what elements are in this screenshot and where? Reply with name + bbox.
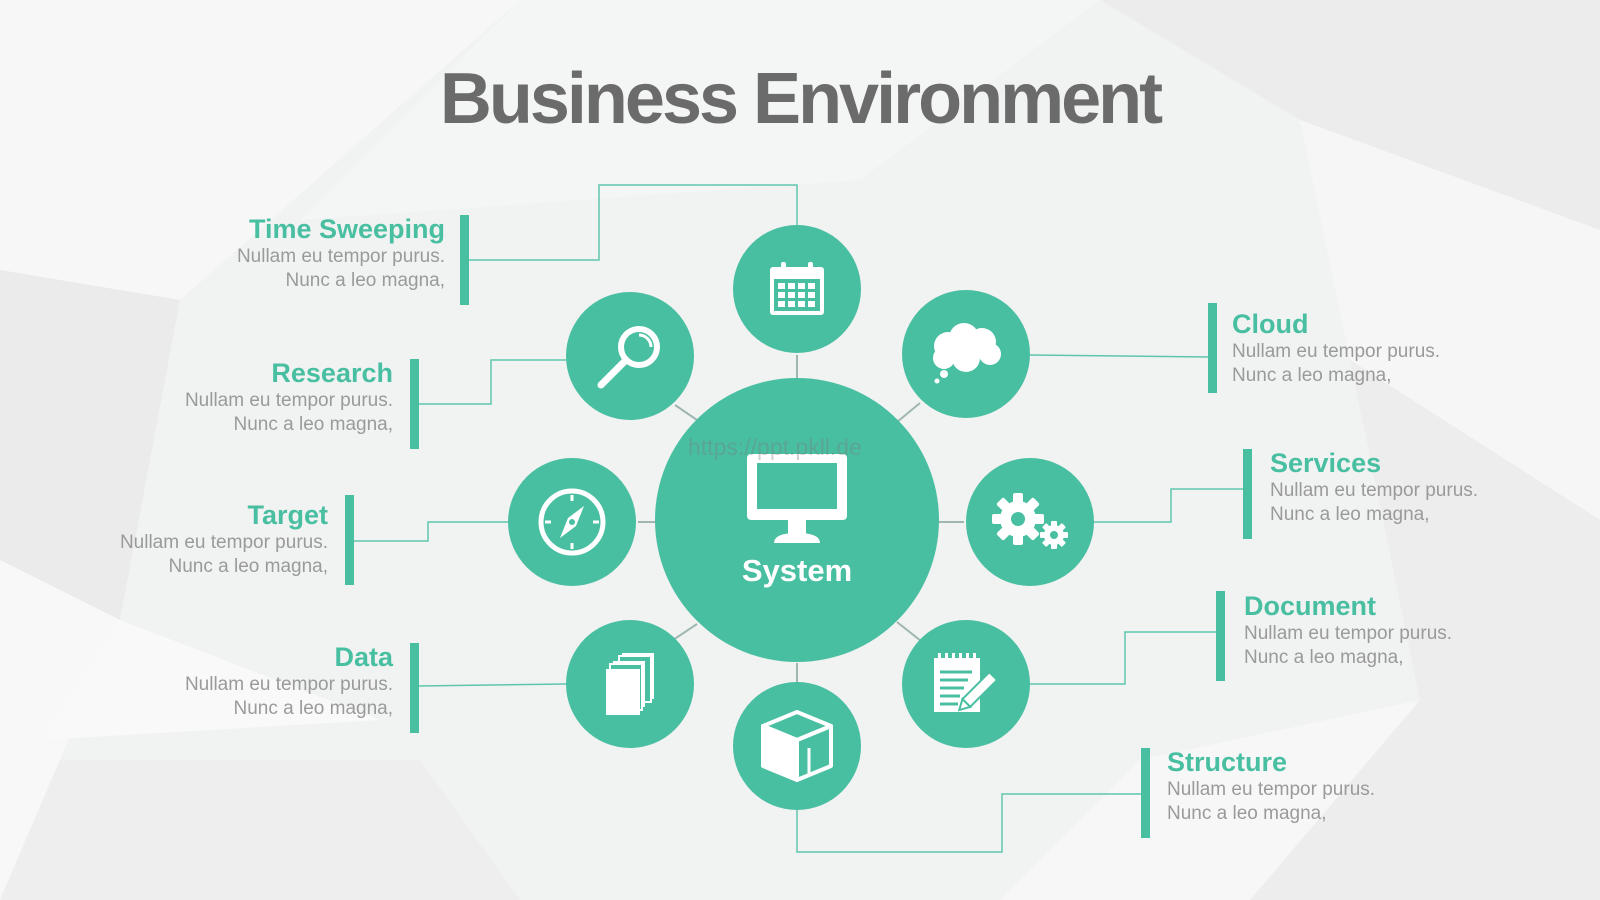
label-research: Research Nullam eu tempor purus. Nunc a … [185, 357, 393, 437]
node-cloud [902, 290, 1030, 418]
accent-bar-time-sweeping [460, 215, 469, 305]
label-title: Target [247, 500, 328, 530]
magnifier-icon [597, 326, 660, 389]
label-time-sweeping: Time Sweeping Nullam eu tempor purus. Nu… [237, 213, 445, 293]
accent-bar-research [410, 359, 419, 449]
label-line-2: Nunc a leo magna, [1232, 365, 1392, 386]
label-line-2: Nunc a leo magna, [233, 698, 394, 719]
label-cloud: Cloud Nullam eu tempor purus. Nunc a leo… [1232, 308, 1440, 388]
label-line-1: Nullam eu tempor purus. [1270, 480, 1479, 501]
label-title: Document [1244, 591, 1377, 621]
label-line-1: Nullam eu tempor purus. [184, 390, 393, 411]
page-title: Business Environment [439, 59, 1163, 139]
label-document: Document Nullam eu tempor purus. Nunc a … [1244, 590, 1452, 670]
node-research [566, 292, 694, 420]
monitor-icon [747, 454, 847, 543]
accent-bar-target [345, 495, 354, 585]
center-label: System [741, 553, 853, 588]
accent-bar-cloud [1208, 303, 1217, 393]
cloud-icon [933, 323, 1001, 384]
label-title: Time Sweeping [248, 214, 445, 244]
label-target: Target Nullam eu tempor purus. Nunc a le… [120, 499, 328, 579]
center-node: System [655, 378, 939, 662]
label-title: Services [1270, 448, 1382, 478]
gears-icon [992, 493, 1068, 549]
label-line-2: Nunc a leo magna, [233, 414, 394, 435]
label-data: Data Nullam eu tempor purus. Nunc a leo … [185, 641, 393, 721]
notepad-pencil-icon [934, 653, 999, 712]
accent-bar-data [410, 643, 419, 733]
compass-icon [538, 488, 606, 556]
label-title: Structure [1167, 747, 1288, 777]
node-time-sweeping [733, 225, 861, 353]
spokes [638, 355, 964, 686]
label-title: Cloud [1232, 309, 1309, 339]
cube-icon [761, 710, 833, 782]
node-target [508, 458, 636, 586]
label-line-1: Nullam eu tempor purus. [119, 532, 328, 553]
accent-bar-structure [1141, 748, 1150, 838]
calendar-icon [770, 262, 824, 315]
label-line-2: Nunc a leo magna, [285, 270, 446, 291]
label-line-1: Nullam eu tempor purus. [1232, 341, 1441, 362]
label-line-2: Nunc a leo magna, [1167, 803, 1327, 824]
node-services [966, 458, 1094, 586]
label-line-1: Nullam eu tempor purus. [1167, 779, 1376, 800]
label-line-1: Nullam eu tempor purus. [1244, 623, 1453, 644]
label-line-1: Nullam eu tempor purus. [184, 674, 393, 695]
label-line-2: Nunc a leo magna, [1270, 504, 1430, 525]
label-services: Services Nullam eu tempor purus. Nunc a … [1270, 447, 1478, 527]
node-document [902, 620, 1030, 748]
accent-bar-document [1216, 591, 1225, 681]
label-line-2: Nunc a leo magna, [1244, 647, 1404, 668]
watermark: https://ppt.pkll.de [688, 434, 862, 460]
node-structure [733, 682, 861, 810]
node-data [566, 620, 694, 748]
label-structure: Structure Nullam eu tempor purus. Nunc a… [1167, 746, 1375, 826]
label-title: Data [334, 642, 393, 672]
label-line-1: Nullam eu tempor purus. [236, 246, 445, 267]
accent-bar-services [1243, 449, 1252, 539]
label-line-2: Nunc a leo magna, [168, 556, 329, 577]
documents-icon [606, 653, 654, 715]
label-title: Research [271, 358, 393, 388]
